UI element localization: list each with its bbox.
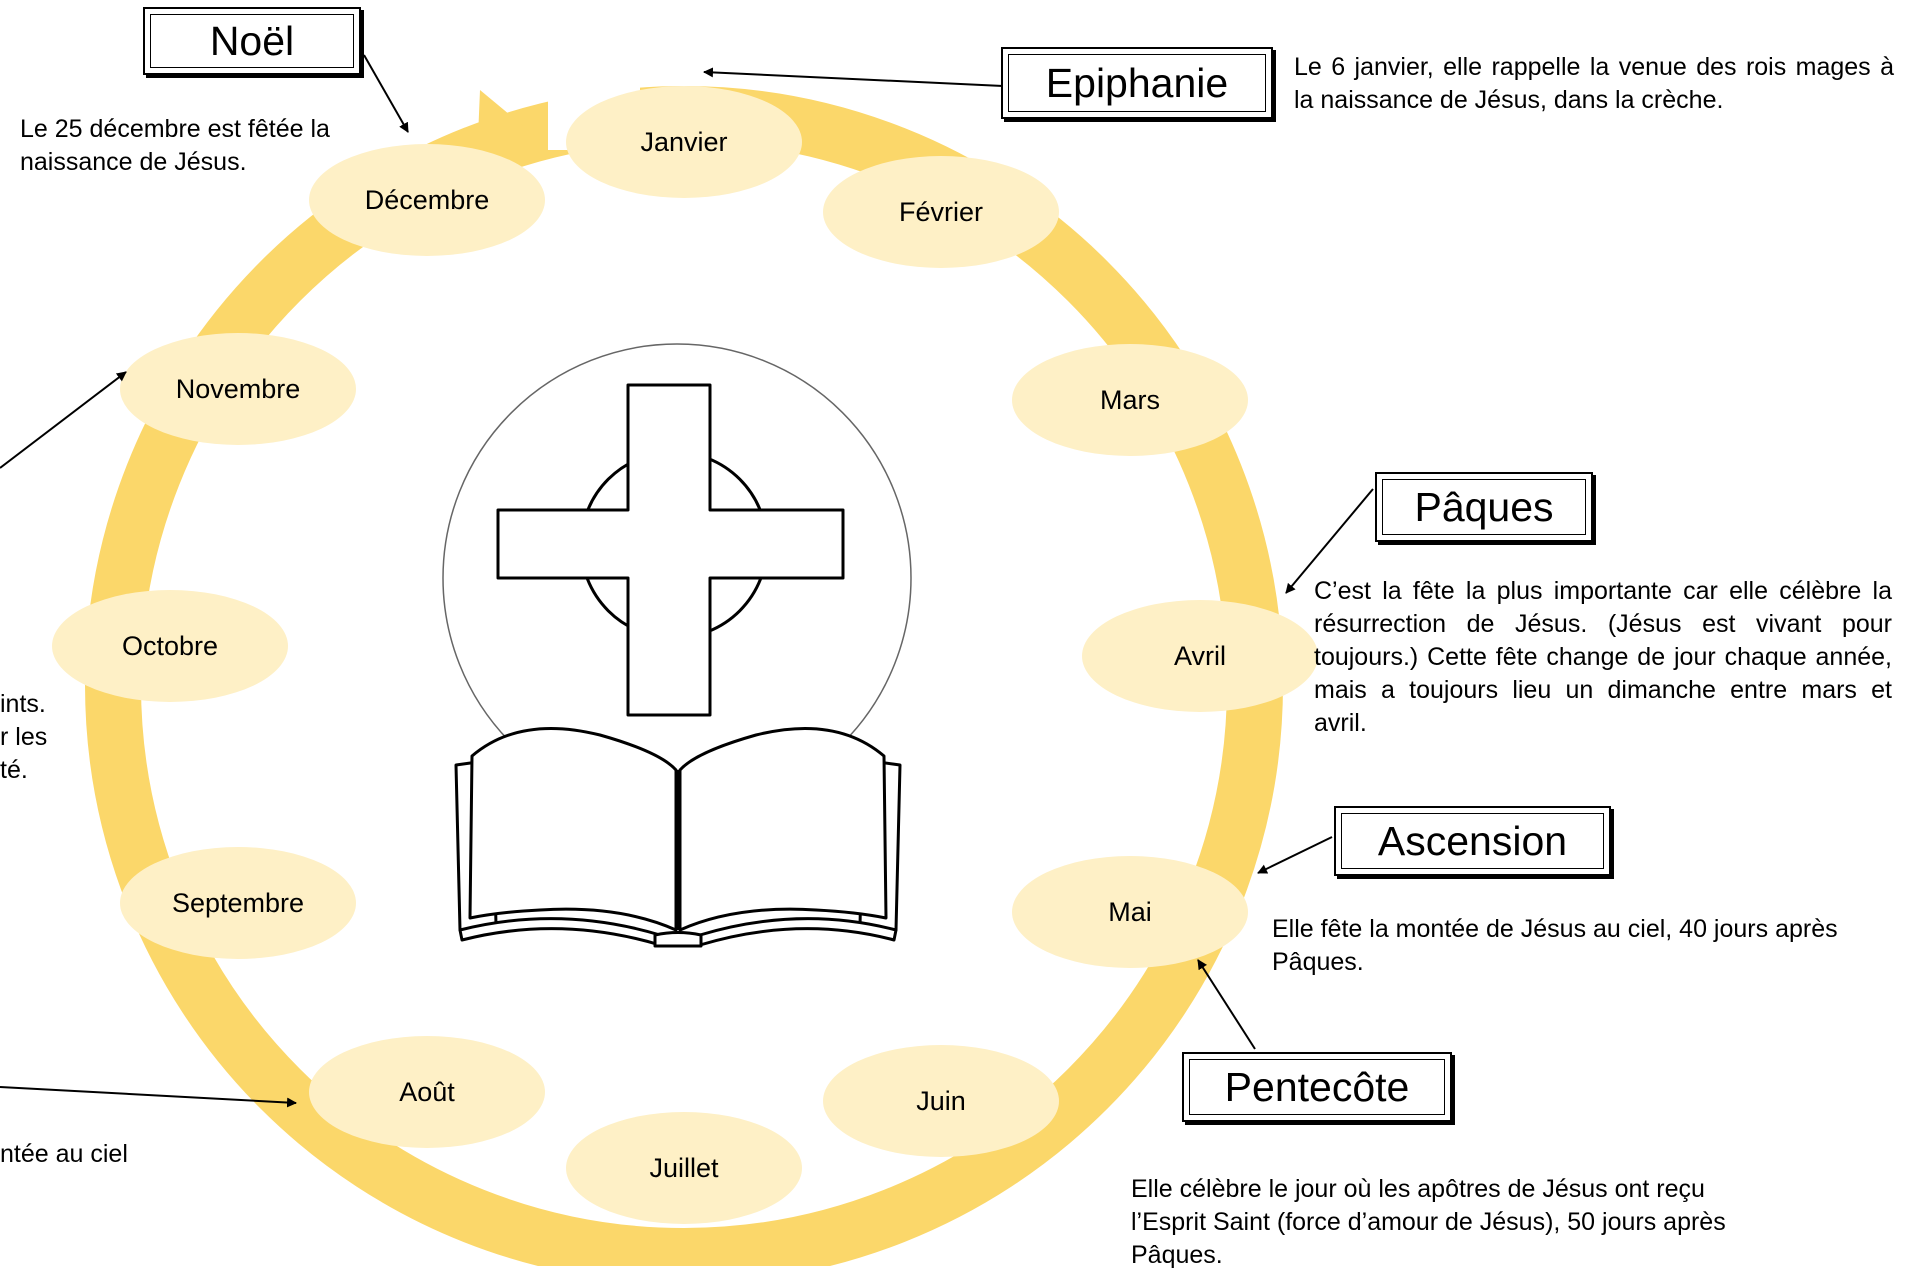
arrow-epiphanie (703, 67, 1004, 87)
month-label: Février (899, 197, 983, 227)
paques-title-box: Pâques (1375, 472, 1593, 542)
open-book (454, 726, 902, 948)
epiphanie-title-box: Epiphanie (1001, 47, 1273, 119)
month-ellipse (120, 333, 356, 445)
month-ellipse (1012, 856, 1248, 968)
arrow-assomption (0, 1086, 297, 1108)
month-aout: Août (309, 1036, 545, 1148)
noel-title: Noël (150, 14, 354, 68)
paques-text: C’est la fête la plus importante car ell… (1314, 577, 1892, 737)
arrow-pentecote (1197, 959, 1256, 1050)
month-label: Novembre (176, 374, 301, 404)
month-juillet: Juillet (566, 1112, 802, 1224)
noel-text: Le 25 décembre est fêtée la naissance de… (20, 115, 330, 176)
month-ellipse (566, 1112, 802, 1224)
month-novembre: Novembre (120, 333, 356, 445)
month-label: Août (399, 1077, 455, 1107)
month-label: Janvier (640, 127, 727, 157)
noel-title-box: Noël (143, 7, 361, 75)
month-mai: Mai (1012, 856, 1248, 968)
ascension-title: Ascension (1341, 813, 1604, 869)
month-ellipse (823, 1045, 1059, 1157)
month-fevrier: Février (823, 156, 1059, 268)
month-janvier: Janvier (566, 86, 802, 198)
ascension-text: Elle fête la montée de Jésus au ciel, 40… (1272, 915, 1838, 976)
month-label: Avril (1174, 641, 1226, 671)
assomption-text: ntée au ciel (0, 1140, 128, 1168)
month-octobre: Octobre (52, 590, 288, 702)
arrow-paques (1285, 488, 1374, 594)
month-septembre: Septembre (120, 847, 356, 959)
month-ellipse (1012, 344, 1248, 456)
arrow-toussaint (0, 371, 127, 469)
month-ellipse (566, 86, 802, 198)
toussaint-text-line1: ints. (0, 690, 46, 718)
month-ellipse (309, 144, 545, 256)
month-mars: Mars (1012, 344, 1248, 456)
toussaint-text-line3: té. (0, 756, 28, 784)
epiphanie-text: Le 6 janvier, elle rappelle la venue des… (1294, 53, 1894, 114)
month-label: Mai (1108, 897, 1152, 927)
month-decembre: Décembre (309, 144, 545, 256)
pentecote-title: Pentecôte (1189, 1059, 1445, 1115)
epiphanie-title: Epiphanie (1008, 54, 1266, 112)
arrow-noel (363, 54, 409, 133)
pentecote-title-box: Pentecôte (1182, 1052, 1452, 1122)
month-ellipse (1082, 600, 1318, 712)
month-ellipse (120, 847, 356, 959)
month-label: Septembre (172, 888, 304, 918)
month-label: Juin (916, 1086, 966, 1116)
month-ellipse (309, 1036, 545, 1148)
month-label: Mars (1100, 385, 1160, 415)
connector-arrows (0, 54, 1374, 1108)
toussaint-text-line2: r les (0, 723, 48, 751)
arrow-ascension (1257, 836, 1333, 874)
month-avril: Avril (1082, 600, 1318, 712)
month-label: Octobre (122, 631, 218, 661)
month-label: Décembre (365, 185, 490, 215)
month-ellipse (52, 590, 288, 702)
month-juin: Juin (823, 1045, 1059, 1157)
pentecote-text: Elle célèbre le jour où les apôtres de J… (1131, 1175, 1726, 1269)
ascension-title-box: Ascension (1334, 806, 1611, 876)
month-label: Juillet (649, 1153, 719, 1183)
month-ellipse (823, 156, 1059, 268)
paques-title: Pâques (1382, 479, 1586, 535)
cross-book-illustration (442, 343, 912, 948)
cross (496, 383, 845, 717)
